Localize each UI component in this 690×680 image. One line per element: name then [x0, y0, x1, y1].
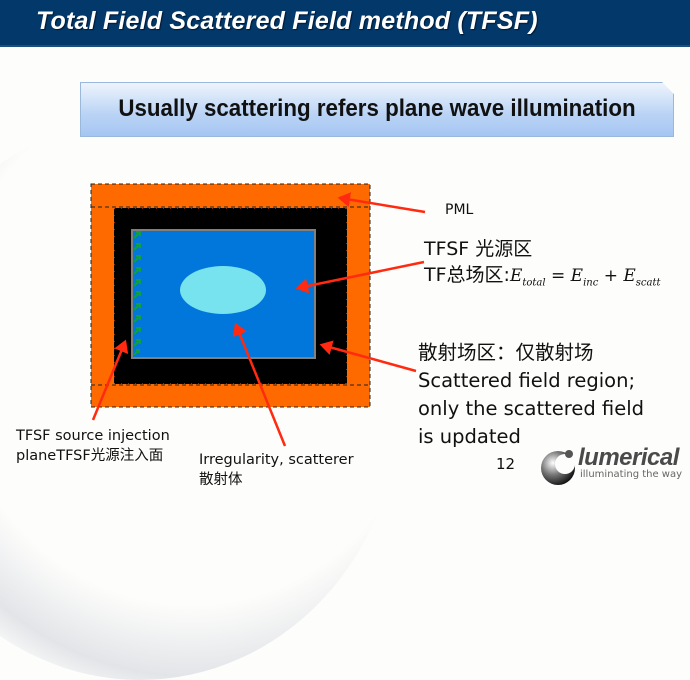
total-field-label: TFSF 光源区 TF总场区:Etotal = Einc + Escatt [424, 236, 661, 296]
title-bar: Total Field Scattered Field method (TFSF… [0, 0, 690, 47]
slide-title: Total Field Scattered Field method (TFSF… [36, 7, 538, 35]
injection-plane-label: TFSF source injection planeTFSF光源注入面 [16, 428, 170, 464]
logo-wordmark: lumerical [578, 444, 679, 471]
banner-text: Usually scattering refers plane wave ill… [118, 95, 636, 122]
logo-tagline: illuminating the way [580, 469, 683, 480]
scatterer-label: Irregularity, scatterer 散射体 [199, 452, 354, 488]
scatterer-ellipse [180, 266, 266, 314]
lumerical-logo: lumerical illuminating the way [538, 444, 688, 489]
subtitle-banner: Usually scattering refers plane wave ill… [80, 82, 674, 137]
tfsf-diagram [90, 183, 426, 447]
annotation-arrows [91, 192, 426, 447]
field-equation: Etotal = Einc + Escatt [509, 266, 661, 289]
pml-label: PML [445, 202, 474, 218]
tf-label-line2: TF总场区:Etotal = Einc + Escatt [424, 264, 661, 289]
source-injection-arrows [133, 231, 141, 356]
tf-label-line1: TFSF 光源区 [424, 238, 533, 260]
logo-sphere-icon [541, 450, 575, 485]
scattered-field-label: 散射场区：仅散射场 Scattered field region; only t… [418, 341, 645, 448]
page-number: 12 [496, 455, 516, 473]
